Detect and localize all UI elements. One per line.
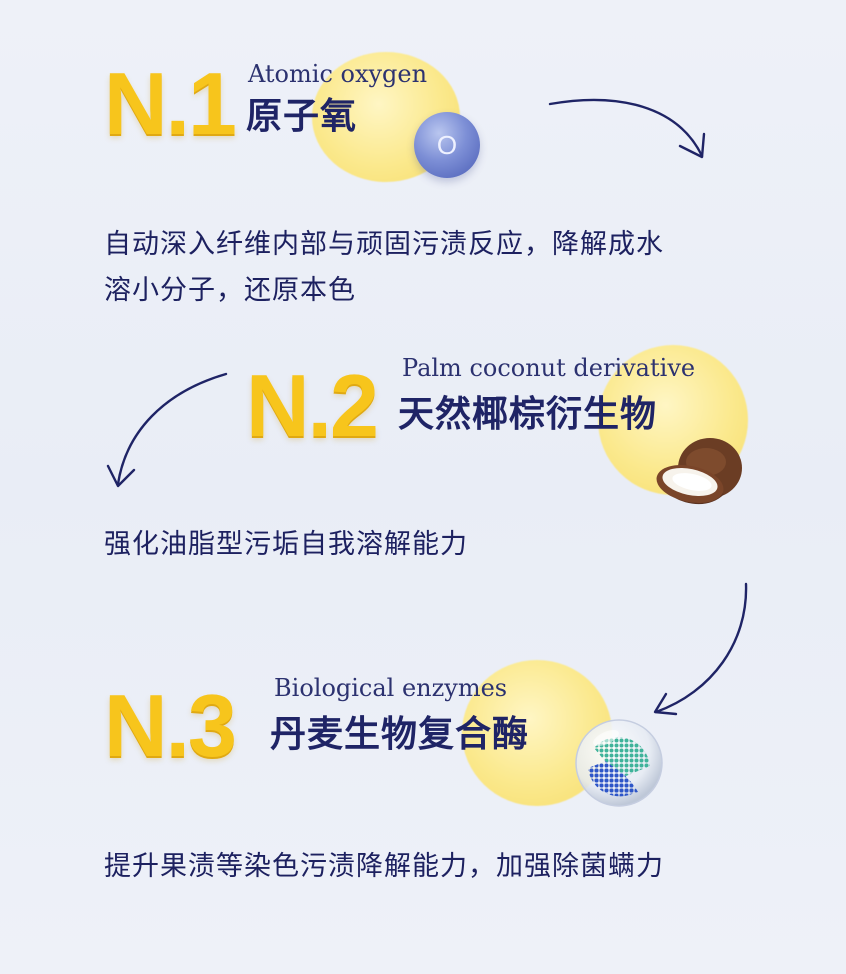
- item-3-number: N.3: [104, 676, 237, 775]
- oxygen-atom-label: O: [436, 130, 458, 160]
- item-1-description-line-1: 自动深入纤维内部与顽固污渍反应，降解成水: [104, 229, 664, 260]
- item-3-en-title: Biological enzymes: [274, 674, 508, 702]
- oxygen-atom-icon: O: [414, 112, 480, 178]
- curved-arrow-right-icon: [548, 96, 708, 166]
- item-1-cn-title: 原子氧: [246, 95, 358, 137]
- curved-arrow-left-down-icon: [104, 372, 234, 494]
- item-2-en-title: Palm coconut derivative: [402, 354, 696, 382]
- enzyme-bead-icon: [574, 718, 664, 808]
- item-3-description-line-1: 提升果渍等染色污渍降解能力，加强除菌螨力: [104, 851, 664, 882]
- curved-arrow-right-down-icon: [652, 582, 752, 716]
- item-2-description-line-1: 强化油脂型污垢自我溶解能力: [104, 529, 468, 560]
- item-2-number: N.2: [246, 356, 379, 455]
- item-1-en-title: Atomic oxygen: [248, 60, 428, 88]
- item-1-description-line-2: 溶小分子，还原本色: [104, 275, 356, 306]
- item-1-number: N.1: [104, 54, 237, 153]
- item-1-description: 自动深入纤维内部与顽固污渍反应，降解成水 溶小分子，还原本色: [104, 222, 784, 314]
- item-2-description: 强化油脂型污垢自我溶解能力: [104, 522, 784, 568]
- item-3-cn-title: 丹麦生物复合酶: [270, 713, 530, 755]
- coconut-icon: [654, 432, 746, 516]
- item-3-description: 提升果渍等染色污渍降解能力，加强除菌螨力: [104, 844, 804, 890]
- item-2-cn-title: 天然椰棕衍生物: [398, 393, 658, 435]
